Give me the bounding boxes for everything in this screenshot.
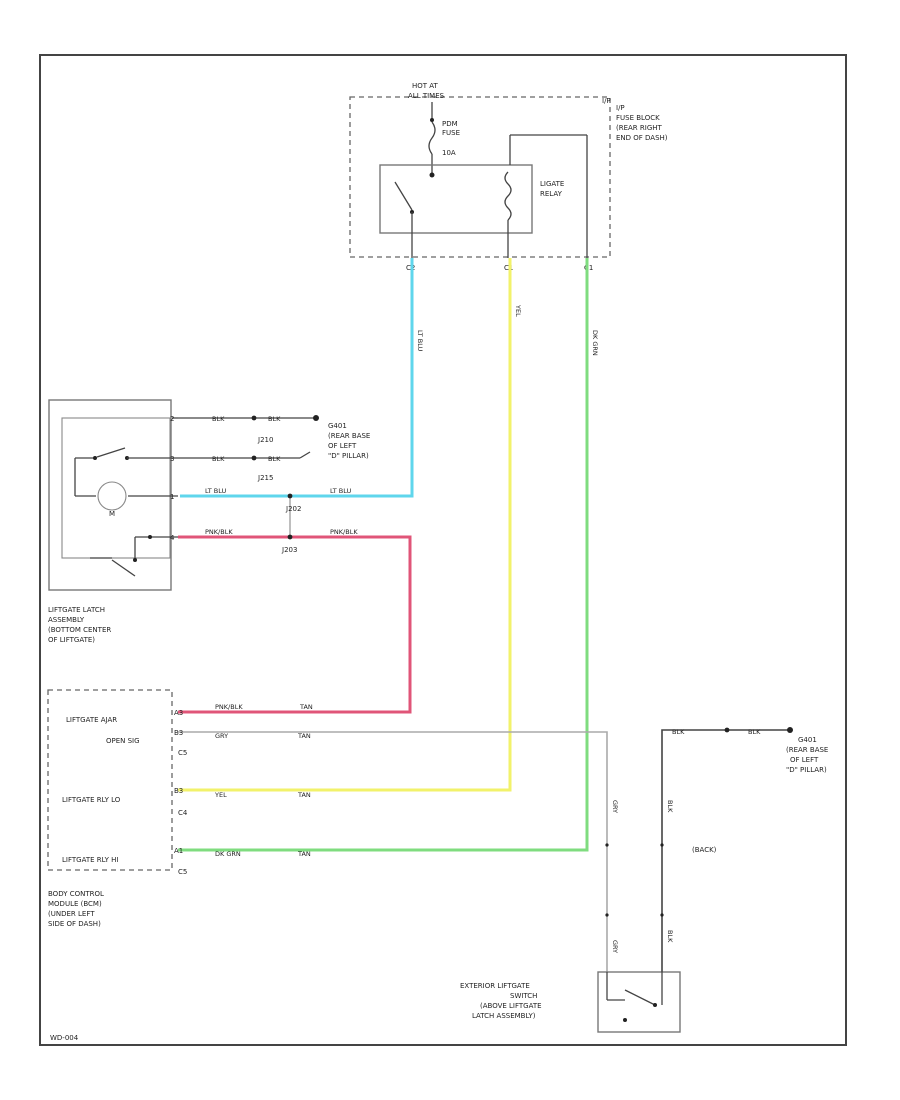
hot-at-label-2: ALL TIMES: [408, 92, 445, 100]
ground-g2-4: "D" PILLAR): [786, 766, 827, 774]
dk-grn-label-1: DK GRN: [215, 850, 241, 858]
blk-label-2: BLK: [268, 415, 281, 423]
body-control-module: LIFTGATE AJAR OPEN SIG C5 LIFTGATE RLY L…: [47, 689, 188, 928]
bcm-pin-1-label: LIFTGATE AJAR: [66, 716, 117, 724]
yel-label-vert: YEL: [514, 304, 522, 317]
wire-blk-right: BLK BLK BLK BLK G401 (REAR BASE OF LEFT …: [660, 727, 828, 972]
fuse-name: PDM: [442, 120, 458, 128]
junction-j2: J215: [257, 474, 273, 482]
bcm-pin-3-conn: C5: [178, 868, 187, 876]
bcm-pin-2-conn: C4: [178, 809, 188, 817]
wire-gry: GRY TAN GRY GRY: [178, 731, 619, 972]
dk-grn-label-vert: DK GRN: [591, 330, 599, 356]
ext-switch-title-2: SWITCH: [510, 992, 537, 1000]
ext-switch-note: (BACK): [692, 846, 717, 854]
bcm-pin-1-conn: C5: [178, 749, 187, 757]
pnk-blk-label-1: PNK/BLK: [205, 528, 233, 536]
blk-label-vert: BLK: [666, 800, 674, 813]
latch-title-3: (BOTTOM CENTER: [48, 626, 111, 634]
svg-text:B3: B3: [174, 729, 183, 737]
fuse-location-4: END OF DASH): [616, 134, 668, 142]
ground-g2-2: (REAR BASE: [786, 746, 828, 754]
junction-j1: J210: [257, 436, 273, 444]
relay-name-2: RELAY: [540, 190, 563, 198]
ground-g1: G401: [328, 422, 347, 430]
svg-text:A3: A3: [174, 709, 183, 717]
svg-text:I/P: I/P: [602, 97, 611, 105]
svg-text:C1: C1: [584, 264, 593, 272]
svg-text:1: 1: [170, 493, 174, 501]
fuse-name-2: FUSE: [442, 129, 460, 137]
latch-title-4: OF LIFTGATE): [48, 636, 95, 644]
ground-g2: G401: [798, 736, 817, 744]
wire-pnk-blk: PNK/BLK PNK/BLK PNK/BLK TAN: [178, 528, 412, 714]
svg-text:3: 3: [170, 455, 174, 463]
fuse-rating: 10A: [442, 149, 456, 157]
blk-label-3: BLK: [212, 455, 225, 463]
hot-at-label: HOT AT: [412, 82, 439, 90]
svg-text:A1: A1: [174, 847, 183, 855]
ground-g1-4: "D" PILLAR): [328, 452, 369, 460]
ground-g2-3: OF LEFT: [790, 756, 819, 764]
lt-blu-label-1: LT BLU: [205, 487, 227, 495]
diagram-frame: [39, 54, 847, 1046]
exterior-liftgate-switch: EXTERIOR LIFTGATE SWITCH (ABOVE LIFTGATE…: [460, 971, 681, 1033]
latch-title: LIFTGATE LATCH: [48, 606, 105, 614]
gry-label-1: GRY: [215, 732, 228, 740]
latch-title-2: ASSEMBLY: [48, 616, 85, 624]
fuse-block: HOT AT ALL TIMES PDM FUSE 10A I/P FUSE B…: [349, 82, 668, 258]
tan-label-2: TAN: [297, 850, 311, 858]
svg-text:4: 4: [170, 534, 175, 542]
motor-label: M: [109, 510, 115, 518]
liftgate-latch-assembly: M 2 3 1 4 LIFTGATE LATCH ASSEMBLY (BOTTO…: [48, 399, 178, 644]
bcm-title-3: (UNDER LEFT: [48, 910, 95, 918]
ext-switch-title-3: (ABOVE LIFTGATE: [480, 1002, 542, 1010]
blk-label-4: BLK: [268, 455, 281, 463]
gry-label-vert-2: GRY: [611, 940, 619, 953]
yel-label-1: YEL: [214, 791, 227, 799]
lt-blu-label-vert: LT BLU: [416, 330, 424, 352]
junction-j3: J202: [285, 505, 301, 513]
svg-text:2: 2: [170, 415, 174, 423]
wire-lt-blu: LT BLU LT BLU LT BLU: [180, 258, 424, 498]
blk-label-1: BLK: [212, 415, 225, 423]
blk-label-5: BLK: [672, 728, 685, 736]
wire-dk-grn: DK GRN DK GRN TAN: [178, 258, 599, 858]
fuse-location-3: (REAR RIGHT: [616, 124, 663, 132]
pnk-blk-label-2: PNK/BLK: [330, 528, 358, 536]
svg-text:B3: B3: [174, 787, 183, 795]
ground-g1-3: OF LEFT: [328, 442, 357, 450]
footer-code: WD-004: [50, 1034, 79, 1042]
bcm-title: BODY CONTROL: [48, 890, 104, 898]
fuse-location: I/P: [616, 104, 625, 112]
gry-label-vert: GRY: [611, 800, 619, 813]
bcm-pin-1-label2: OPEN SIG: [106, 737, 140, 745]
bcm-pin-2-label: LIFTGATE RLY LO: [62, 796, 121, 804]
ext-switch-title-4: LATCH ASSEMBLY): [472, 1012, 536, 1020]
tan-label-1: TAN: [297, 791, 311, 799]
relay-name: LIGATE: [540, 180, 564, 188]
pnk-blk-label-3: PNK/BLK: [215, 703, 243, 711]
bcm-title-4: SIDE OF DASH): [48, 920, 101, 928]
bcm-title-2: MODULE (BCM): [48, 900, 102, 908]
latch-ground-wires: BLK BLK BLK BLK J210 J215 G401 (REAR BAS…: [178, 415, 370, 554]
bcm-pin-3-label: LIFTGATE RLY HI: [62, 856, 118, 864]
blk-label-vert-2: BLK: [666, 930, 674, 943]
liftgate-relay: LIGATE RELAY C2 C1 C1: [379, 134, 593, 272]
blk-label-6: BLK: [748, 728, 761, 736]
wire-yel: YEL YEL TAN: [178, 258, 522, 799]
tan-label-4: TAN: [297, 732, 311, 740]
junction-j4: J203: [281, 546, 297, 554]
tan-label-3: TAN: [299, 703, 313, 711]
ground-g1-2: (REAR BASE: [328, 432, 370, 440]
ext-switch-title: EXTERIOR LIFTGATE: [460, 982, 530, 990]
lt-blu-label-2: LT BLU: [330, 487, 352, 495]
fuse-location-2: FUSE BLOCK: [616, 114, 660, 122]
